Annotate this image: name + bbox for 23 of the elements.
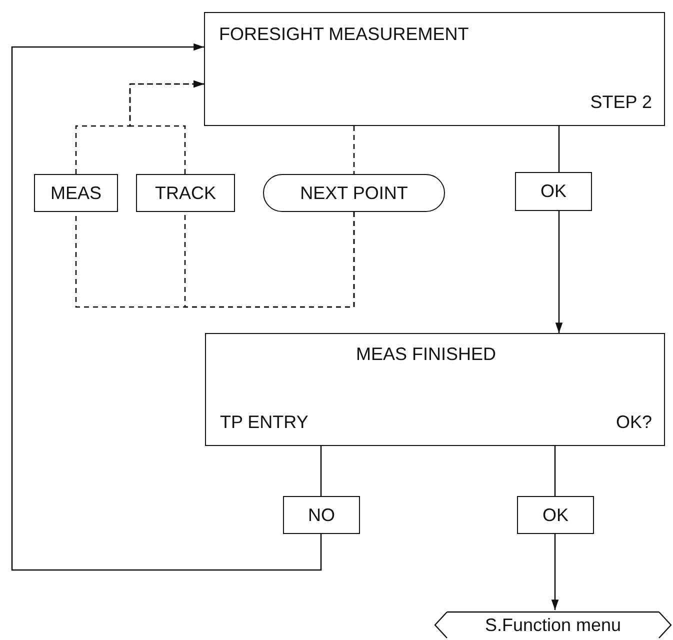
screen-text: MEAS FINISHED	[356, 344, 496, 365]
key: OK	[515, 172, 592, 211]
connector-line	[320, 446, 322, 496]
key: OK	[517, 496, 594, 534]
screen-text: FORESIGHT MEASUREMENT	[219, 23, 470, 46]
display-screen	[204, 12, 665, 126]
key: MEAS	[34, 174, 118, 212]
connector-line	[554, 446, 556, 496]
menu-label: S.Function menu	[433, 610, 673, 640]
connector-line	[558, 126, 560, 172]
screen-text: STEP 2	[590, 92, 652, 113]
arrow	[555, 211, 563, 333]
screen-text: TP ENTRY	[220, 412, 308, 433]
key: NEXT POINT	[263, 174, 445, 212]
display-screen	[205, 333, 665, 446]
connector-line	[353, 126, 355, 174]
screen-text: OK?	[616, 412, 652, 433]
key: TRACK	[136, 174, 235, 212]
arrow	[11, 43, 322, 571]
arrow	[551, 534, 559, 610]
arrow	[129, 80, 204, 174]
key: NO	[283, 496, 360, 534]
connector-line	[184, 212, 355, 308]
